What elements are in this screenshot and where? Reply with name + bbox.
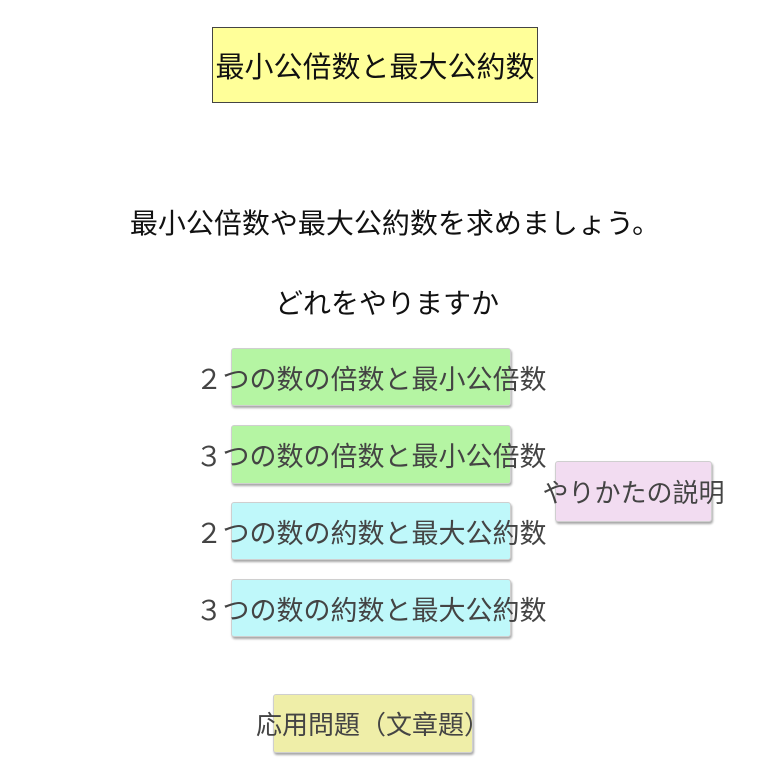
instruction-text: 最小公倍数や最大公約数を求めましょう。	[129, 207, 661, 240]
howto-button[interactable]: やりかたの説明	[543, 461, 725, 522]
button-label: 応用問題（文章題）	[256, 711, 491, 741]
three-numbers-lcm-button[interactable]: ３つの数の倍数と最小公倍数	[196, 425, 547, 484]
two-numbers-lcm-button[interactable]: ２つの数の倍数と最小公倍数	[196, 348, 547, 406]
page-title: 最小公倍数と最大公約数	[215, 50, 535, 84]
button-label: ３つの数の約数と最大公約数	[195, 595, 547, 627]
applied-problems-button[interactable]: 応用問題（文章題）	[256, 694, 490, 753]
button-label: ２つの数の倍数と最小公倍数	[195, 364, 547, 396]
button-label: やりかたの説明	[542, 479, 725, 509]
two-numbers-gcd-button[interactable]: ２つの数の約数と最大公約数	[196, 502, 547, 560]
button-label: ３つの数の倍数と最小公倍数	[195, 442, 547, 473]
three-numbers-gcd-button[interactable]: ３つの数の約数と最大公約数	[196, 579, 547, 637]
question-text: どれをやりますか	[274, 287, 499, 320]
button-label: ２つの数の約数と最大公約数	[195, 518, 547, 550]
page-title-box: 最小公倍数と最大公約数	[212, 27, 538, 103]
